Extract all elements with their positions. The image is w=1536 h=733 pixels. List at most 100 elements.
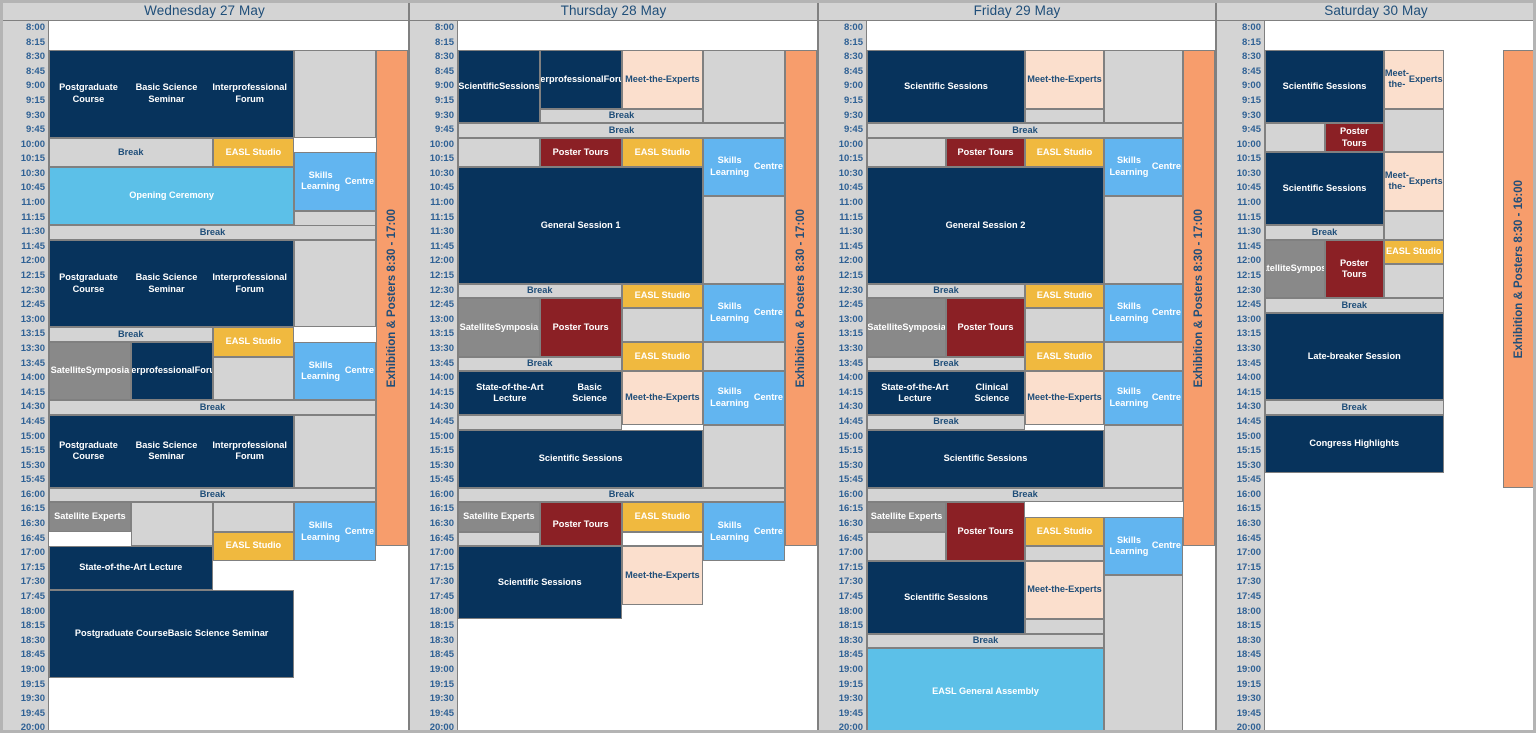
session-block-scientific-sessions[interactable]: Scientific Sessions [458,546,622,620]
session-block-meet-the-experts[interactable]: Meet-the-Experts [621,371,704,425]
session-block-poster-tours[interactable]: Poster Tours [946,137,1025,167]
session-block-poster-tours[interactable]: Poster Tours [539,298,622,357]
session-block-easl-studio[interactable]: EASL Studio [212,327,295,357]
session-block-meet-the-experts[interactable]: Meet-the-Experts [621,50,704,109]
session-block-satellite-experts[interactable]: Satellite Experts [49,502,131,532]
session-block-poster-tours[interactable]: Poster Tours [539,137,622,167]
session-block-easl-studio[interactable]: EASL Studio [212,137,295,167]
session-block-scientific-sessions[interactable]: Scientific Sessions [1265,50,1384,124]
session-block-easl-studio[interactable]: EASL Studio [621,137,704,167]
session-block-empty [867,137,946,167]
session-block-easl-studio[interactable]: EASL Studio [1025,517,1104,547]
time-label: 17:30 [429,576,454,588]
session-block-easl-studio[interactable]: EASL Studio [1025,283,1104,308]
session-block-break[interactable]: Break [539,108,704,124]
session-block-break[interactable]: Break [458,356,622,372]
session-block-break[interactable]: Break [49,137,213,167]
session-block-meet-the-experts[interactable]: Meet-the-Experts [1025,560,1104,620]
session-block-meet-the-experts[interactable]: Meet-the-Experts [621,546,704,605]
session-block-break[interactable]: Break [458,487,785,503]
session-block-break[interactable]: Break [867,414,1025,430]
session-block-state-of-the-art-lecture[interactable]: State-of-the-Art Lecture [49,546,213,590]
session-block-meet-the-experts[interactable]: Meet-the-Experts [1384,152,1444,211]
session-block-easl-studio[interactable]: EASL Studio [621,502,704,532]
session-block-congress-highlights[interactable]: Congress Highlights [1265,414,1444,474]
session-block-satellite-experts[interactable]: Satellite Experts [458,502,540,532]
session-block-break[interactable]: Break [867,487,1183,503]
session-block-break[interactable]: Break [49,327,213,342]
session-block-break[interactable]: Break [867,283,1025,299]
session-block-break[interactable]: Break [867,633,1104,649]
time-label: 19:15 [429,678,454,690]
session-block-easl-studio[interactable]: EASL Studio [621,341,704,372]
session-block-scientific-sessions[interactable]: Scientific Sessions [867,560,1025,634]
session-block-empty [867,531,946,561]
session-block-break[interactable]: Break [1265,400,1444,415]
exhibition-banner-saturday[interactable]: Exhibition & Posters 8:30 - 16:00 [1503,50,1535,488]
session-block-late-breaker-session[interactable]: Late-breaker Session [1265,312,1444,401]
time-label: 11:45 [1237,240,1261,252]
time-label: 10:15 [1236,153,1261,165]
session-block-break[interactable]: Break [867,123,1183,138]
session-block-easl-studio[interactable]: EASL Studio [621,283,704,308]
session-block-easl-studio[interactable]: EASL Studio [1025,137,1104,167]
session-block-easl-general-assembly[interactable]: EASL General Assembly [867,648,1104,733]
session-block-break[interactable]: Break [1265,298,1444,313]
time-label: 16:15 [20,503,45,515]
session-block-general-session-2[interactable]: General Session 2 [867,166,1104,284]
session-block-easl-studio[interactable]: EASL Studio [212,531,295,561]
exhibition-banner-thursday[interactable]: Exhibition & Posters 8:30 - 17:00 [785,50,817,547]
session-block-poster-tours[interactable]: Poster Tours [1324,123,1384,153]
session-block-easl-studio[interactable]: EASL Studio [1384,239,1444,265]
session-block-scientific-sessions[interactable]: Scientific Sessions [867,429,1104,488]
session-block-meet-the-experts[interactable]: Meet-the-Experts [1384,50,1444,109]
session-block-break[interactable]: Break [49,487,376,503]
session-block-general-session-1[interactable]: General Session 1 [458,166,704,284]
session-block-break[interactable]: Break [458,123,785,138]
session-block-poster-tours[interactable]: Poster Tours [539,502,622,547]
session-block-scientific-sessions[interactable]: Scientific Sessions [867,50,1025,124]
session-block-poster-tours[interactable]: Poster Tours [946,298,1025,357]
session-block-break[interactable]: Break [458,283,622,299]
session-block-break[interactable]: Break [49,225,376,240]
session-block-opening-ceremony[interactable]: Opening Ceremony [49,166,295,226]
session-block-scientific-sessions[interactable]: Scientific Sessions [1265,152,1384,226]
session-block-easl-studio[interactable]: EASL Studio [1025,341,1104,372]
session-block-poster-tours[interactable]: Poster Tours [946,502,1025,561]
session-block-poster-tours[interactable]: Poster Tours [1324,239,1384,299]
session-block-scientific-sessions[interactable]: Scientific Sessions [458,429,704,488]
exhibition-banner-friday[interactable]: Exhibition & Posters 8:30 - 17:00 [1183,50,1215,547]
session-block-break[interactable]: Break [49,400,376,415]
session-block-satellite-experts[interactable]: Satellite Experts [867,502,946,532]
session-block-break[interactable]: Break [867,356,1025,372]
session-block-meet-the-experts[interactable]: Meet-the-Experts [1025,371,1104,425]
session-block-meet-the-experts[interactable]: Meet-the-Experts [1025,50,1104,109]
session-block-break[interactable]: Break [1265,225,1384,240]
time-label: 15:15 [429,445,454,457]
exhibition-banner-wednesday[interactable]: Exhibition & Posters 8:30 - 17:00 [376,50,408,547]
